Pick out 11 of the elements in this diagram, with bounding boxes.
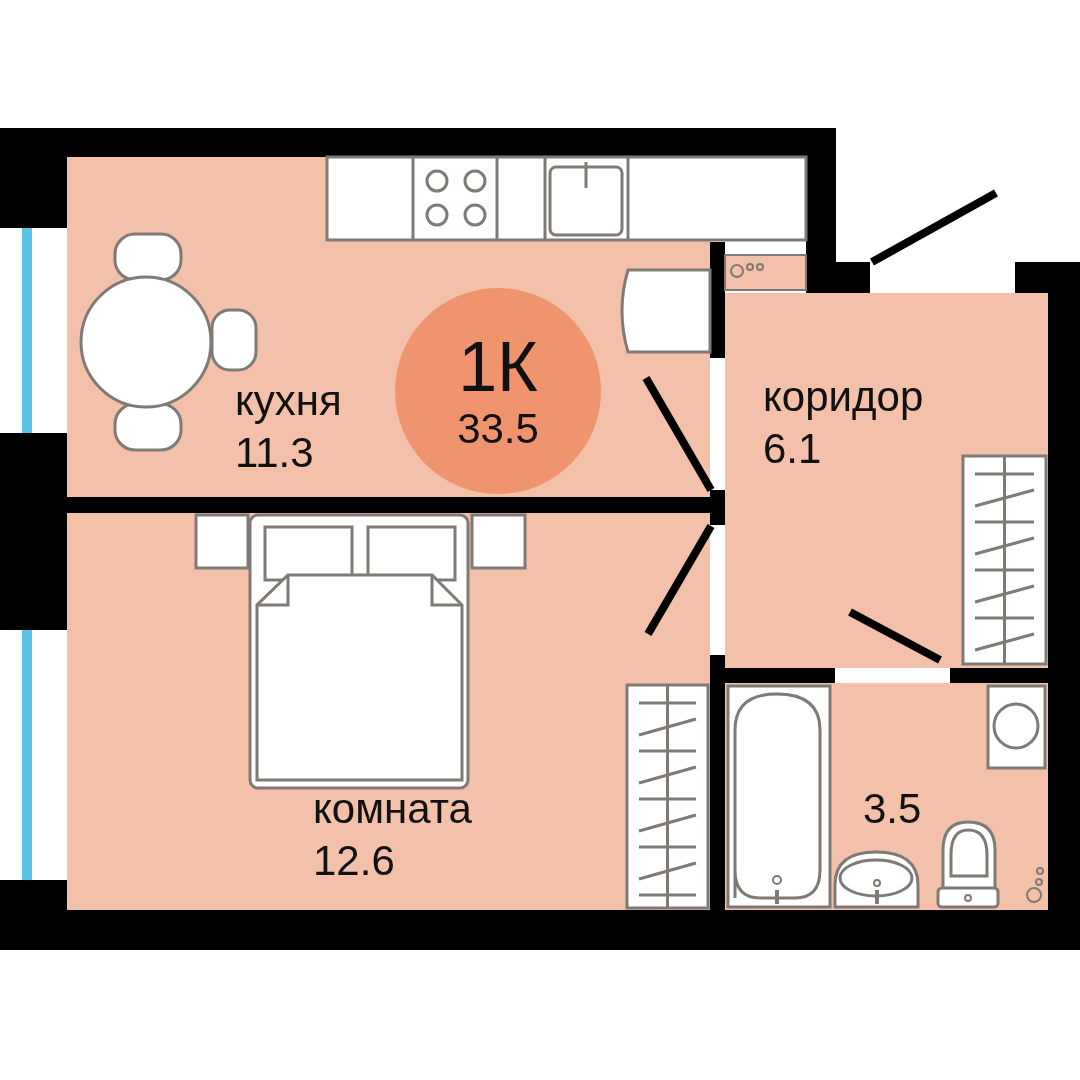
room-floor — [725, 293, 1048, 668]
room-area-value: 12.6 — [313, 836, 395, 886]
total-area-value: 33.5 — [457, 405, 539, 453]
room-name: кухня — [235, 376, 342, 426]
room-area-value: 6.1 — [763, 424, 822, 474]
room-area-value: 3.5 — [863, 784, 922, 834]
room-floor — [725, 683, 1048, 910]
room-area-value: 11.3 — [235, 428, 314, 478]
apartment-type: 1К — [458, 329, 538, 405]
room-name: коридор — [763, 372, 924, 422]
room-name: комната — [313, 784, 472, 834]
